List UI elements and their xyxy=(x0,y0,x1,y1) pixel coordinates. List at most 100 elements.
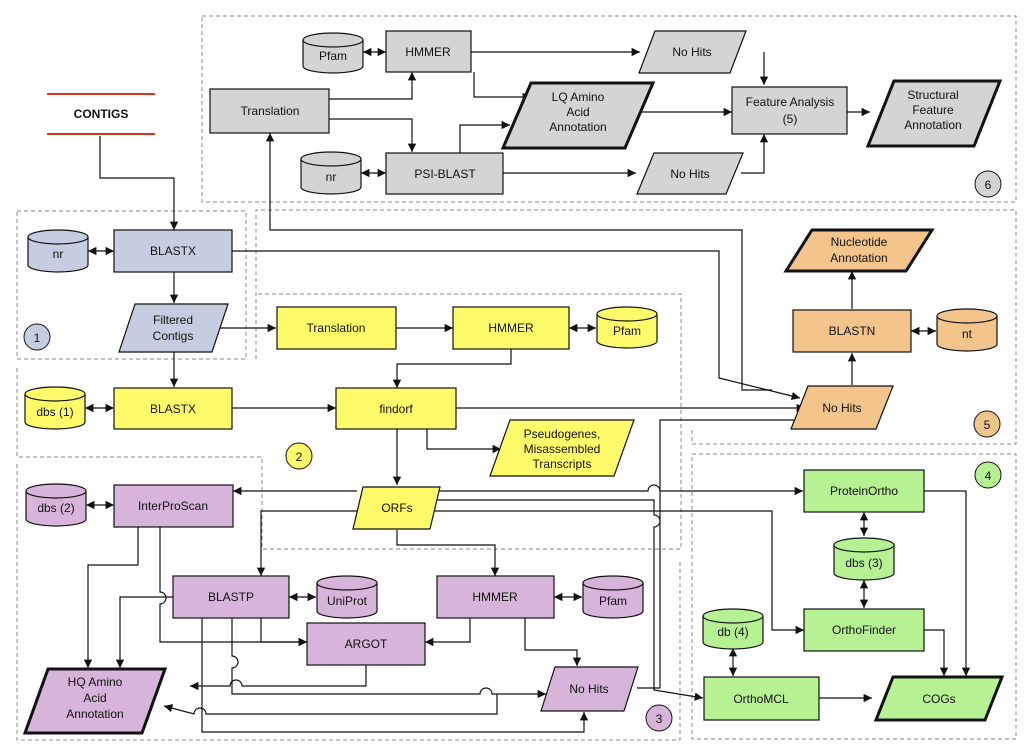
section-4-box xyxy=(691,453,1017,740)
edge-translation-psiblast xyxy=(329,118,417,152)
svg-text:Misassembled: Misassembled xyxy=(524,442,601,456)
proteinortho-node: ProteinOrtho xyxy=(803,469,925,513)
svg-text:6: 6 xyxy=(985,178,992,192)
hmmer-node-3: HMMER xyxy=(436,575,555,619)
contigs-label: CONTIGS xyxy=(74,107,129,121)
blastn-node: BLASTN xyxy=(792,309,912,353)
edge-blastp-hq xyxy=(115,596,173,668)
edge-hmmer3-argot xyxy=(425,618,471,647)
svg-text:No Hits: No Hits xyxy=(822,401,861,415)
svg-text:Feature Analysis: Feature Analysis xyxy=(746,95,835,109)
dbs1-db: dbs (1) xyxy=(24,386,86,430)
pfam-db-3: Pfam xyxy=(582,575,644,619)
cogs-node: COGs xyxy=(873,675,1005,722)
svg-text:Annotation: Annotation xyxy=(549,120,606,134)
edge-findorf-pseudo xyxy=(426,429,501,454)
svg-text:Filtered: Filtered xyxy=(153,313,193,327)
svg-text:4: 4 xyxy=(985,469,992,483)
svg-text:dbs (1): dbs (1) xyxy=(36,405,73,419)
pfam-db-6: Pfam xyxy=(302,32,364,74)
hmmer-node-2: HMMER xyxy=(452,306,570,350)
dbs2-db: dbs (2) xyxy=(25,483,87,527)
filtered-contigs-node: Filtered Contigs xyxy=(118,303,229,353)
edge-nohits3-nohits5 xyxy=(637,415,805,689)
svg-text:Structural: Structural xyxy=(907,88,958,102)
svg-text:Contigs: Contigs xyxy=(153,329,194,343)
svg-text:HMMER: HMMER xyxy=(488,321,534,335)
edge-hq-nohits xyxy=(201,618,589,733)
nohits-node-6-top: No Hits xyxy=(638,30,747,74)
svg-text:Pfam: Pfam xyxy=(599,594,627,608)
section-4-badge: 4 xyxy=(974,461,1002,489)
svg-text:Pfam: Pfam xyxy=(613,324,641,338)
svg-text:InterProScan: InterProScan xyxy=(138,499,208,513)
feature-analysis-node: Feature Analysis (5) xyxy=(731,86,848,135)
section-1-box xyxy=(16,210,247,360)
nr-db-1: nr xyxy=(27,229,89,273)
svg-text:1: 1 xyxy=(34,331,41,345)
hmmer-node-6: HMMER xyxy=(385,30,472,73)
svg-text:Annotation: Annotation xyxy=(66,707,123,721)
edge-interpro-hq xyxy=(83,527,139,668)
svg-text:findorf: findorf xyxy=(379,402,413,416)
edge-contigs-blastx xyxy=(99,136,179,230)
section-6-box xyxy=(201,15,1017,203)
edge-hmmer2-findorf xyxy=(392,349,512,388)
pfam-db-2: Pfam xyxy=(596,306,658,349)
svg-text:nt: nt xyxy=(962,327,973,341)
svg-text:LQ Amino: LQ Amino xyxy=(552,90,605,104)
uniprot-db: UniProt xyxy=(316,575,378,619)
svg-text:COGs: COGs xyxy=(922,692,955,706)
edge-translation-hmmer6 xyxy=(329,72,417,100)
svg-text:HMMER: HMMER xyxy=(405,45,451,59)
edge-blastp-argot xyxy=(260,618,307,647)
interproscan-node: InterProScan xyxy=(113,484,234,528)
nohits-node-5: No Hits xyxy=(790,385,894,430)
svg-text:No Hits: No Hits xyxy=(672,45,711,59)
section-5-box xyxy=(255,209,1017,445)
translation-node-6: Translation xyxy=(209,88,330,134)
edge-nohits-translation xyxy=(265,133,772,391)
svg-text:No Hits: No Hits xyxy=(670,167,709,181)
section-3-box xyxy=(16,464,681,741)
section-2-box xyxy=(16,293,682,550)
nohits-node-3: No Hits xyxy=(540,666,639,712)
svg-text:BLASTX: BLASTX xyxy=(150,244,196,258)
edge-blastx1-nohits xyxy=(232,250,801,401)
edge-hmmer3-nohits xyxy=(524,618,582,666)
edge-argot-hq xyxy=(190,664,367,691)
edge-hmmer6-lq xyxy=(473,72,531,102)
svg-text:Translation: Translation xyxy=(241,104,300,118)
section-1-badge: 1 xyxy=(23,323,51,351)
edge-psiblast-lq xyxy=(459,120,510,153)
svg-text:dbs (3): dbs (3) xyxy=(845,556,882,570)
svg-text:BLASTX: BLASTX xyxy=(150,402,196,416)
edge-interpro-argot xyxy=(159,527,307,647)
psiblast-node: PSI-BLAST xyxy=(385,152,504,195)
svg-text:2: 2 xyxy=(296,450,303,464)
svg-text:UniProt: UniProt xyxy=(327,594,368,608)
svg-text:Pfam: Pfam xyxy=(319,49,347,63)
svg-text:OrthoFinder: OrthoFinder xyxy=(832,623,896,637)
edge-nohits-hq xyxy=(163,694,498,715)
pseudogenes-node: Pseudogenes, Misassembled Transcripts xyxy=(489,419,635,477)
svg-text:dbs (2): dbs (2) xyxy=(37,501,74,515)
blastx-node-1: BLASTX xyxy=(113,229,233,273)
svg-text:OrthoMCL: OrthoMCL xyxy=(733,692,789,706)
svg-text:Annotation: Annotation xyxy=(904,118,961,132)
nr-db-6: nr xyxy=(300,151,362,195)
svg-text:BLASTN: BLASTN xyxy=(829,324,876,338)
svg-text:BLASTP: BLASTP xyxy=(208,590,254,604)
orthofinder-node: OrthoFinder xyxy=(803,608,925,652)
section-2-badge: 2 xyxy=(285,442,313,470)
blastx-node-2: BLASTX xyxy=(113,387,233,430)
svg-text:Translation: Translation xyxy=(307,321,366,335)
svg-text:nr: nr xyxy=(326,170,337,184)
db4-db: db (4) xyxy=(702,608,764,650)
edge-orfs-proteinortho xyxy=(423,484,803,496)
lq-amino-acid-annotation: LQ Amino Acid Annotation xyxy=(500,81,656,150)
svg-text:5: 5 xyxy=(984,418,991,432)
edge-orfs-blastp xyxy=(256,510,357,576)
edge-proteinortho-cogs xyxy=(924,490,971,676)
